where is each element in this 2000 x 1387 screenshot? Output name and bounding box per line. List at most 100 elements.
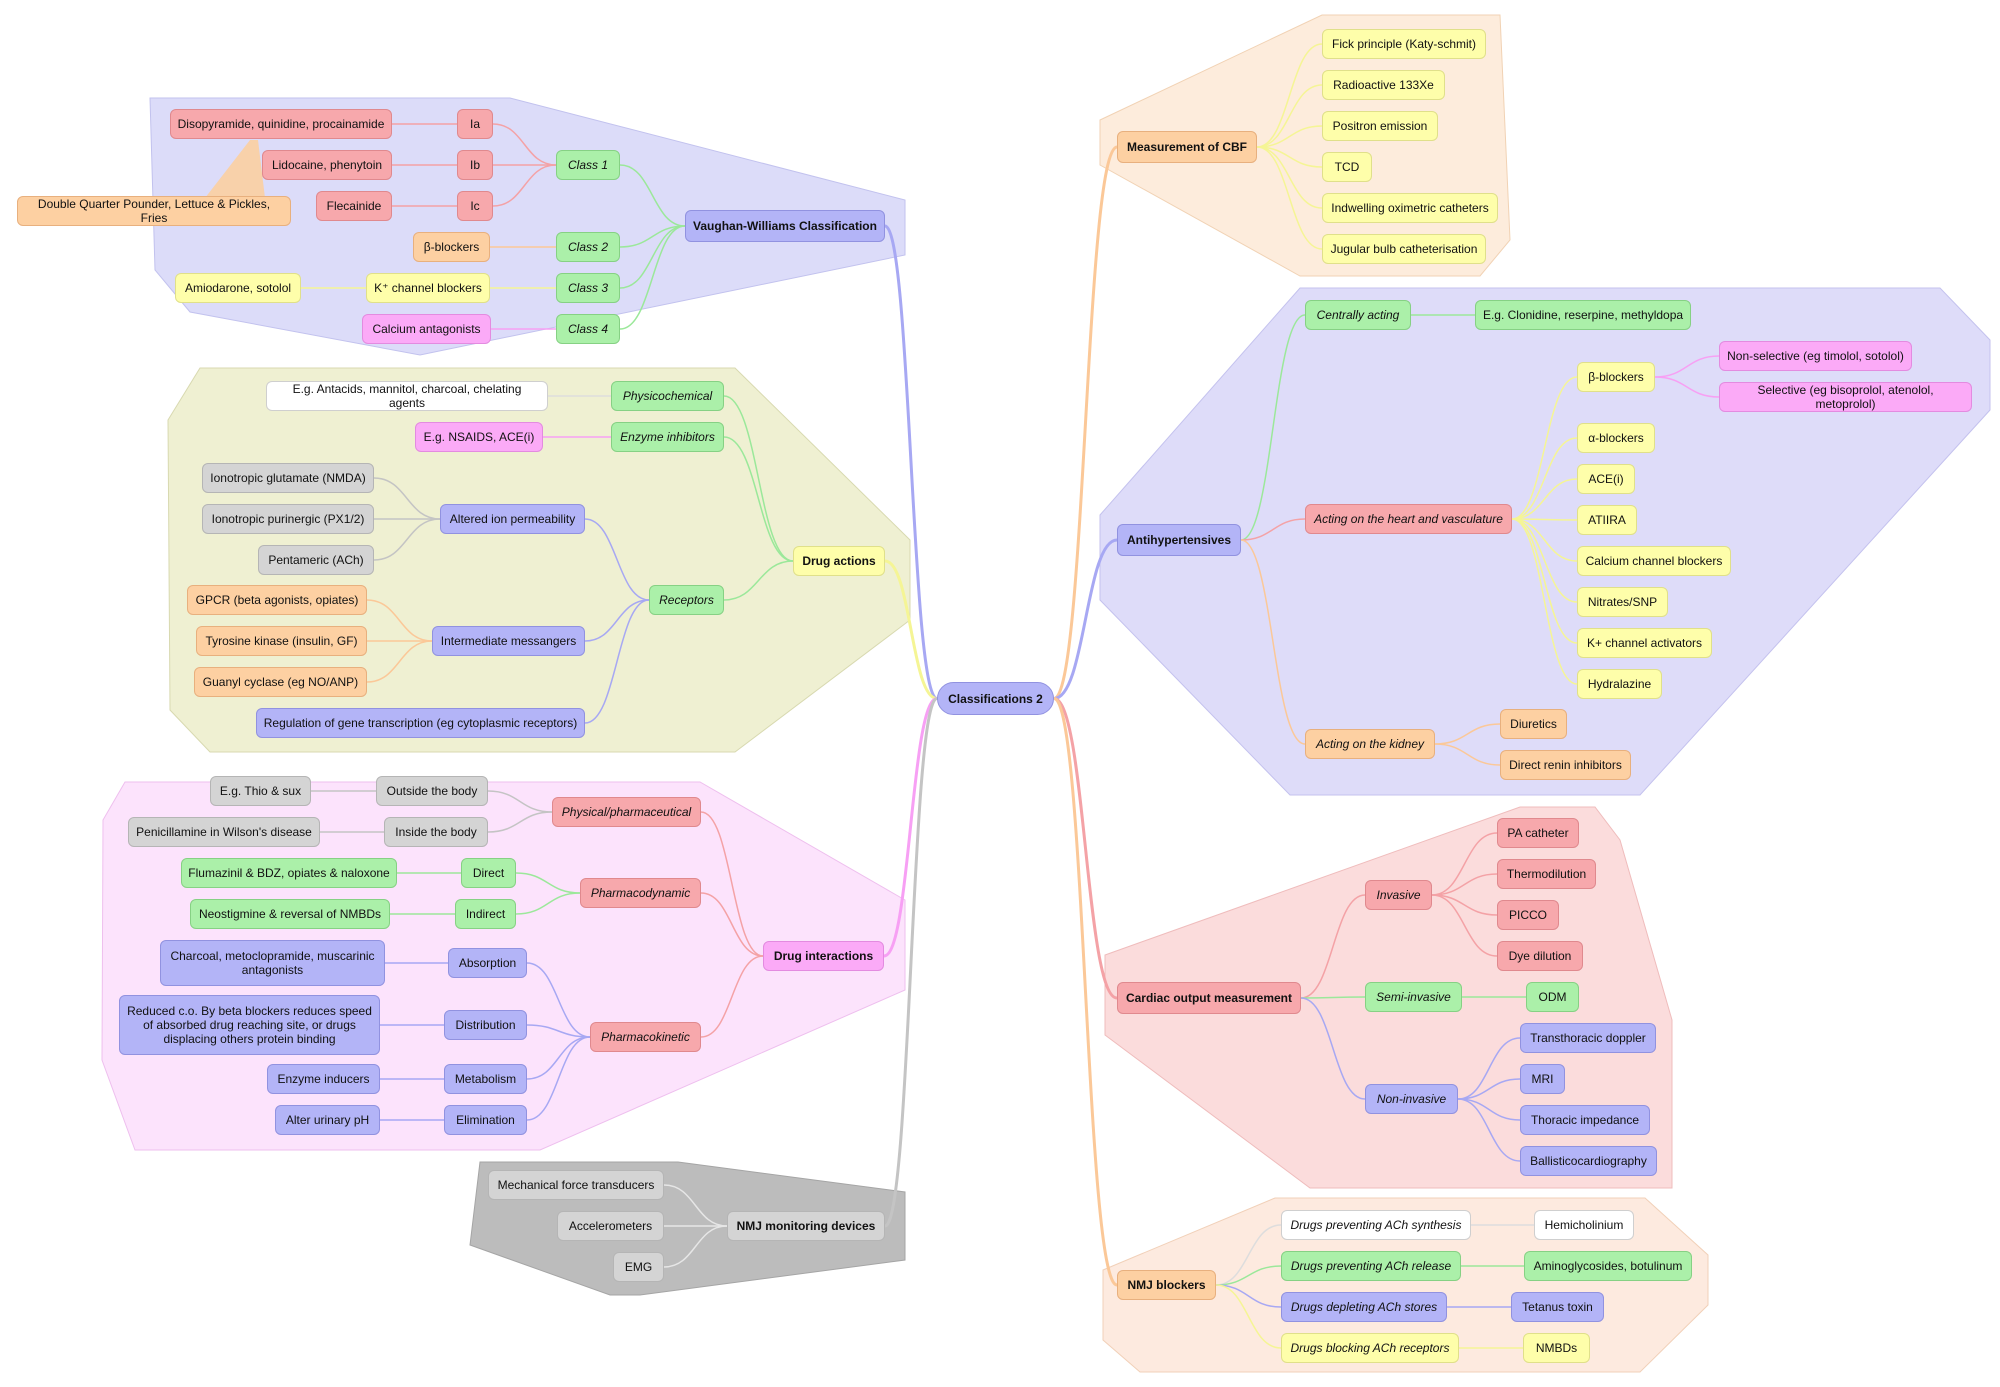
acting-on-kidney-node[interactable]: Acting on the kidney xyxy=(1305,729,1435,759)
pharmacodynamic-node[interactable]: Pharmacodynamic xyxy=(580,878,701,908)
ach-blocking-node[interactable]: Drugs blocking ACh receptors xyxy=(1281,1333,1459,1363)
outside-body-example[interactable]: E.g. Thio & sux xyxy=(210,776,311,806)
inside-body-node[interactable]: Inside the body xyxy=(384,817,488,847)
thoracic-impedance-node[interactable]: Thoracic impedance xyxy=(1520,1105,1650,1135)
tyrosine-node[interactable]: Tyrosine kinase (insulin, GF) xyxy=(196,626,367,656)
class-ia-drugs[interactable]: Disopyramide, quinidine, procainamide xyxy=(170,109,392,139)
selective-beta-node[interactable]: Selective (eg bisoprolol, atenolol, meto… xyxy=(1719,382,1972,412)
direct-example[interactable]: Flumazinil & BDZ, opiates & naloxone xyxy=(181,858,397,888)
antihypertensives-node[interactable]: Antihypertensives xyxy=(1117,524,1241,556)
odm-node[interactable]: ODM xyxy=(1526,982,1579,1012)
physicochemical-example[interactable]: E.g. Antacids, mannitol, charcoal, chela… xyxy=(266,381,548,411)
mnemonic-node[interactable]: Double Quarter Pounder, Lettuce & Pickle… xyxy=(17,196,291,226)
gene-transcription-node[interactable]: Regulation of gene transcription (eg cyt… xyxy=(256,708,585,738)
diuretics-node[interactable]: Diuretics xyxy=(1500,709,1567,739)
gpcr-node[interactable]: GPCR (beta agonists, opiates) xyxy=(187,585,367,615)
nitrates-node[interactable]: Nitrates/SNP xyxy=(1577,587,1668,617)
transthoracic-doppler-node[interactable]: Transthoracic doppler xyxy=(1520,1023,1656,1053)
alpha-blockers-node[interactable]: α-blockers xyxy=(1577,423,1655,453)
mechanical-transducers-node[interactable]: Mechanical force transducers xyxy=(488,1170,664,1200)
class3-node[interactable]: Class 3 xyxy=(556,273,620,303)
heart-vasculature-node[interactable]: Acting on the heart and vasculature xyxy=(1305,504,1512,534)
mri-node[interactable]: MRI xyxy=(1520,1064,1565,1094)
invasive-node[interactable]: Invasive xyxy=(1365,880,1432,910)
pentameric-node[interactable]: Pentameric (ACh) xyxy=(258,545,374,575)
enzyme-inhibitors-example[interactable]: E.g. NSAIDS, ACE(i) xyxy=(415,422,543,452)
cbf-node[interactable]: Measurement of CBF xyxy=(1117,131,1257,163)
hydralazine-node[interactable]: Hydralazine xyxy=(1577,669,1662,699)
thermodilution-node[interactable]: Thermodilution xyxy=(1497,859,1596,889)
drug-actions-node[interactable]: Drug actions xyxy=(793,546,885,576)
physical-node[interactable]: Physical/pharmaceutical xyxy=(552,797,701,827)
class3-drugs[interactable]: K⁺ channel blockers xyxy=(366,273,490,303)
tetanus-toxin-node[interactable]: Tetanus toxin xyxy=(1511,1292,1604,1322)
ach-release-node[interactable]: Drugs preventing ACh release xyxy=(1281,1251,1461,1281)
ace-inhibitors-node[interactable]: ACE(i) xyxy=(1577,464,1635,494)
centrally-acting-example[interactable]: E.g. Clonidine, reserpine, methyldopa xyxy=(1475,300,1691,330)
aminoglycosides-node[interactable]: Aminoglycosides, botulinum xyxy=(1524,1251,1692,1281)
nonselective-beta-node[interactable]: Non-selective (eg timolol, sotolol) xyxy=(1719,341,1912,371)
distribution-example[interactable]: Reduced c.o. By beta blockers reduces sp… xyxy=(119,995,380,1055)
cardiac-output-node[interactable]: Cardiac output measurement xyxy=(1117,982,1301,1014)
ballistocardiography-node[interactable]: Ballisticocardiography xyxy=(1520,1146,1657,1176)
pa-catheter-node[interactable]: PA catheter xyxy=(1497,818,1579,848)
guanyl-node[interactable]: Guanyl cyclase (eg NO/ANP) xyxy=(194,667,367,697)
beta-blockers-node[interactable]: β-blockers xyxy=(1577,362,1655,392)
class4-node[interactable]: Class 4 xyxy=(556,314,620,344)
elimination-example[interactable]: Alter urinary pH xyxy=(275,1105,380,1135)
cbf-item-fick[interactable]: Fick principle (Katy-schmit) xyxy=(1322,29,1486,59)
class-ia-node[interactable]: Ia xyxy=(457,109,493,139)
atiira-node[interactable]: ATIIRA xyxy=(1577,505,1637,535)
root-node[interactable]: Classifications 2 xyxy=(937,682,1054,715)
non-invasive-node[interactable]: Non-invasive xyxy=(1365,1084,1458,1114)
class2-drugs[interactable]: β-blockers xyxy=(413,232,490,262)
indirect-node[interactable]: Indirect xyxy=(455,899,516,929)
vaughan-williams-node[interactable]: Vaughan-Williams Classification xyxy=(685,210,885,242)
renin-inhibitors-node[interactable]: Direct renin inhibitors xyxy=(1500,750,1631,780)
class3-examples[interactable]: Amiodarone, sotolol xyxy=(175,273,301,303)
elimination-node[interactable]: Elimination xyxy=(444,1105,527,1135)
accelerometers-node[interactable]: Accelerometers xyxy=(557,1211,664,1241)
nmj-monitoring-node[interactable]: NMJ monitoring devices xyxy=(727,1211,885,1241)
class4-drugs[interactable]: Calcium antagonists xyxy=(362,314,491,344)
physicochemical-node[interactable]: Physicochemical xyxy=(611,381,724,411)
class1-node[interactable]: Class 1 xyxy=(556,150,620,180)
receptors-node[interactable]: Receptors xyxy=(649,585,724,615)
absorption-node[interactable]: Absorption xyxy=(448,948,527,978)
ach-depleting-node[interactable]: Drugs depleting ACh stores xyxy=(1281,1292,1447,1322)
cbf-item-xenon[interactable]: Radioactive 133Xe xyxy=(1322,70,1445,100)
enzyme-inhibitors-node[interactable]: Enzyme inhibitors xyxy=(611,422,724,452)
metabolism-example[interactable]: Enzyme inducers xyxy=(267,1064,380,1094)
altered-ion-node[interactable]: Altered ion permeability xyxy=(440,504,585,534)
centrally-acting-node[interactable]: Centrally acting xyxy=(1305,300,1411,330)
distribution-node[interactable]: Distribution xyxy=(444,1010,527,1040)
outside-body-node[interactable]: Outside the body xyxy=(376,776,488,806)
cbf-item-jugular[interactable]: Jugular bulb catheterisation xyxy=(1322,234,1486,264)
dye-dilution-node[interactable]: Dye dilution xyxy=(1497,941,1583,971)
metabolism-node[interactable]: Metabolism xyxy=(444,1064,527,1094)
class2-node[interactable]: Class 2 xyxy=(556,232,620,262)
nmbds-node[interactable]: NMBDs xyxy=(1523,1333,1590,1363)
pharmacokinetic-node[interactable]: Pharmacokinetic xyxy=(590,1022,701,1052)
cbf-item-tcd[interactable]: TCD xyxy=(1322,152,1372,182)
inside-body-example[interactable]: Penicillamine in Wilson's disease xyxy=(128,817,320,847)
picco-node[interactable]: PICCO xyxy=(1497,900,1559,930)
calcium-channel-blockers-node[interactable]: Calcium channel blockers xyxy=(1577,546,1731,576)
indirect-example[interactable]: Neostigmine & reversal of NMBDs xyxy=(190,899,390,929)
cbf-item-positron[interactable]: Positron emission xyxy=(1322,111,1438,141)
ach-synthesis-node[interactable]: Drugs preventing ACh synthesis xyxy=(1281,1210,1471,1240)
absorption-example[interactable]: Charcoal, metoclopramide, muscarinic ant… xyxy=(160,940,385,986)
direct-node[interactable]: Direct xyxy=(461,858,516,888)
nmda-node[interactable]: Ionotropic glutamate (NMDA) xyxy=(202,463,374,493)
semi-invasive-node[interactable]: Semi-invasive xyxy=(1365,982,1462,1012)
class-ic-drugs[interactable]: Flecainide xyxy=(316,191,392,221)
hemicholinium-node[interactable]: Hemicholinium xyxy=(1534,1210,1634,1240)
emg-node[interactable]: EMG xyxy=(613,1252,664,1282)
class-ib-node[interactable]: Ib xyxy=(457,150,493,180)
cbf-item-oximetric[interactable]: Indwelling oximetric catheters xyxy=(1322,193,1498,223)
class-ib-drugs[interactable]: Lidocaine, phenytoin xyxy=(262,150,392,180)
drug-interactions-node[interactable]: Drug interactions xyxy=(763,941,884,971)
k-channel-activators-node[interactable]: K+ channel activators xyxy=(1577,628,1712,658)
class-ic-node[interactable]: Ic xyxy=(457,191,493,221)
intermediate-node[interactable]: Intermediate messangers xyxy=(432,626,585,656)
